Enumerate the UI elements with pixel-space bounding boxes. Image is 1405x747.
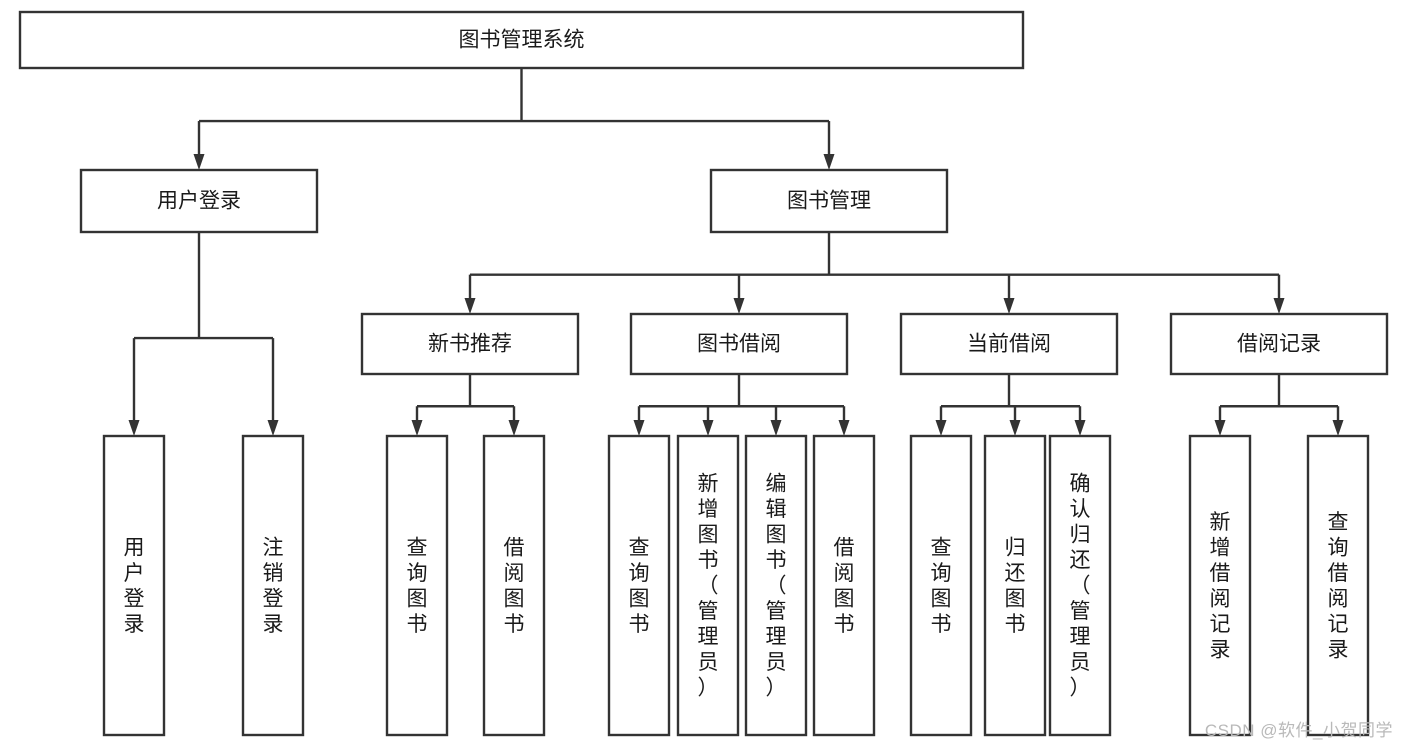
arrow-head-icon [508, 420, 520, 436]
arrow-head-icon [411, 420, 423, 436]
node-leaf-query-book-1[interactable]: 查询图书 [385, 434, 449, 737]
arrow-head-icon [1009, 420, 1021, 436]
edges-layer [128, 68, 1344, 436]
node-label: 归还图书 [1005, 536, 1026, 636]
node-leaf-query-book-3[interactable]: 查询图书 [909, 434, 973, 737]
node-box [899, 312, 1119, 376]
node-leaf-logout[interactable]: 注销登录 [241, 434, 305, 737]
node-box [1188, 434, 1252, 737]
node-box [102, 434, 166, 737]
node-box [241, 434, 305, 737]
node-box [629, 312, 849, 376]
node-label: 借阅图书 [504, 536, 525, 636]
node-leaf-user-login[interactable]: 用户登录 [102, 434, 166, 737]
node-box [744, 434, 808, 737]
node-label: 查询图书 [629, 536, 650, 636]
node-label: 图书管理系统 [459, 29, 585, 52]
node-label: 当前借阅 [967, 333, 1051, 356]
node-leaf-borrow-book-2[interactable]: 借阅图书 [812, 434, 876, 737]
node-box [1169, 312, 1389, 376]
node-label: 新增图书（管理员） [698, 473, 719, 700]
node-current-borrow[interactable]: 当前借阅 [899, 312, 1119, 376]
node-leaf-query-record[interactable]: 查询借阅记录 [1306, 434, 1370, 737]
node-leaf-query-book-2[interactable]: 查询图书 [607, 434, 671, 737]
node-new-book-rec[interactable]: 新书推荐 [360, 312, 580, 376]
node-box [1048, 434, 1112, 737]
node-label: 新书推荐 [428, 333, 512, 356]
arrow-head-icon [702, 420, 714, 436]
arrow-head-icon [464, 298, 476, 314]
arrow-head-icon [1332, 420, 1344, 436]
node-box [909, 434, 973, 737]
node-user-login[interactable]: 用户登录 [79, 168, 319, 234]
node-box [983, 434, 1047, 737]
node-box [79, 168, 319, 234]
node-leaf-edit-book[interactable]: 编辑图书（管理员） [744, 434, 808, 737]
node-label: 查询图书 [407, 536, 428, 636]
arrow-head-icon [733, 298, 745, 314]
node-label: 用户登录 [157, 190, 241, 213]
node-leaf-return-book[interactable]: 归还图书 [983, 434, 1047, 737]
node-label: 查询图书 [931, 536, 952, 636]
node-label: 借阅图书 [834, 536, 855, 636]
node-label: 用户登录 [124, 536, 145, 636]
arrow-head-icon [193, 154, 205, 170]
node-label: 确认归还（管理员） [1070, 473, 1091, 700]
arrow-head-icon [633, 420, 645, 436]
node-label: 编辑图书（管理员） [766, 473, 787, 700]
node-borrow-record[interactable]: 借阅记录 [1169, 312, 1389, 376]
arrow-head-icon [823, 154, 835, 170]
arrow-head-icon [1003, 298, 1015, 314]
node-label: 图书管理 [787, 190, 871, 213]
node-box [18, 10, 1025, 70]
node-leaf-borrow-book-1[interactable]: 借阅图书 [482, 434, 546, 737]
node-box [482, 434, 546, 737]
node-label: 新增借阅记录 [1210, 511, 1231, 662]
node-book-manage[interactable]: 图书管理 [709, 168, 949, 234]
nodes-layer: 图书管理系统用户登录图书管理新书推荐图书借阅当前借阅借阅记录用户登录注销登录查询… [18, 10, 1389, 737]
node-box [709, 168, 949, 234]
node-label: 查询借阅记录 [1328, 511, 1349, 662]
node-book-borrow[interactable]: 图书借阅 [629, 312, 849, 376]
node-box [812, 434, 876, 737]
arrow-head-icon [770, 420, 782, 436]
node-box [385, 434, 449, 737]
arrow-head-icon [1074, 420, 1086, 436]
node-leaf-add-book[interactable]: 新增图书（管理员） [676, 434, 740, 737]
node-label: 注销登录 [263, 536, 284, 636]
node-label: 借阅记录 [1237, 333, 1321, 356]
node-leaf-add-record[interactable]: 新增借阅记录 [1188, 434, 1252, 737]
arrow-head-icon [935, 420, 947, 436]
node-box [360, 312, 580, 376]
arrow-head-icon [838, 420, 850, 436]
arrow-head-icon [267, 420, 279, 436]
arrow-head-icon [1273, 298, 1285, 314]
node-box [607, 434, 671, 737]
node-leaf-confirm-return[interactable]: 确认归还（管理员） [1048, 434, 1112, 737]
node-label: 图书借阅 [697, 333, 781, 356]
arrow-head-icon [1214, 420, 1226, 436]
node-root[interactable]: 图书管理系统 [18, 10, 1025, 70]
arrow-head-icon [128, 420, 140, 436]
node-box [676, 434, 740, 737]
node-box [1306, 434, 1370, 737]
